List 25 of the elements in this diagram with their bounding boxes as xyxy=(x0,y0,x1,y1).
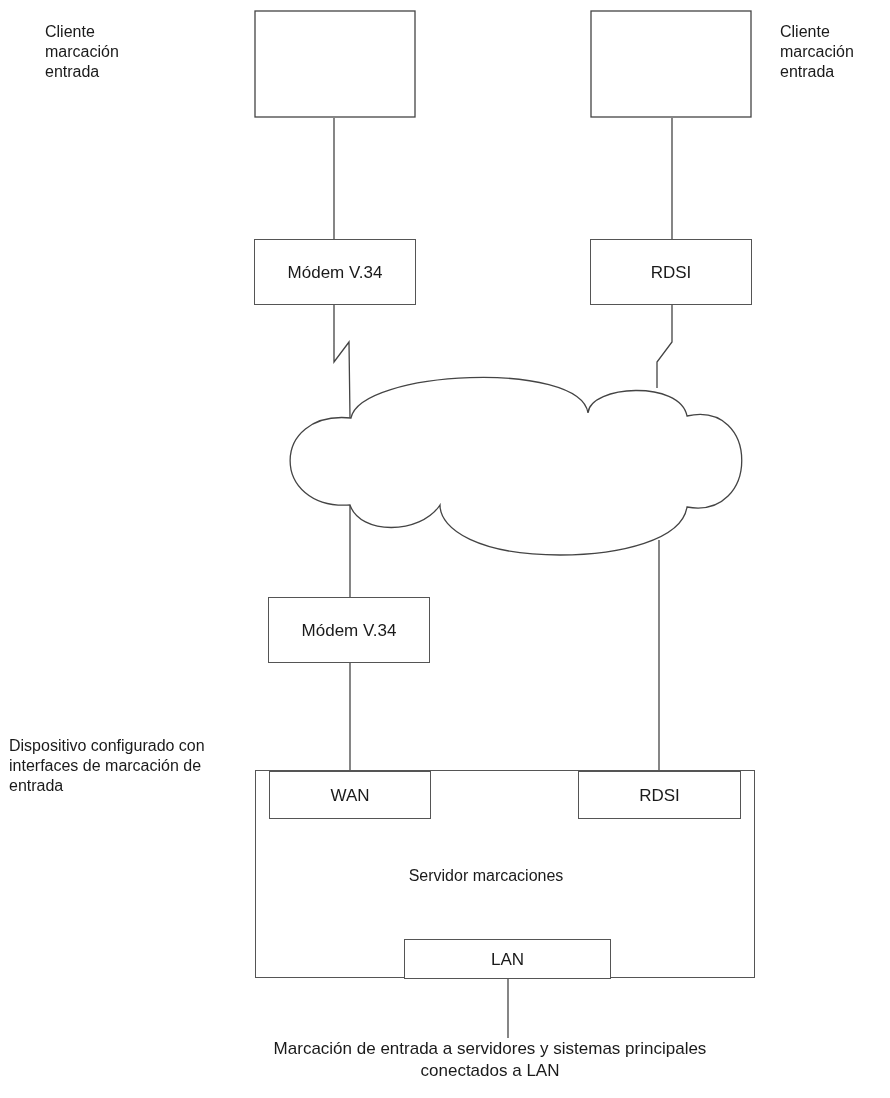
connector-line xyxy=(507,977,509,1039)
connector-line xyxy=(333,117,335,240)
isdn-box xyxy=(590,239,752,305)
node-label: WAN xyxy=(330,784,370,806)
connector-line xyxy=(333,304,351,419)
wan-interface-box xyxy=(269,771,431,819)
node-label: RDSI xyxy=(639,784,680,806)
lan-interface-box xyxy=(404,939,611,979)
connector-line xyxy=(658,539,660,771)
connector-line xyxy=(349,662,351,771)
server-label: Servidor marcaciones xyxy=(407,866,565,886)
connector-line xyxy=(671,117,673,240)
modem-box xyxy=(254,239,416,305)
client-label: Cliente marcación entrada xyxy=(780,22,855,82)
isdn-interface-box xyxy=(578,771,741,819)
connector-line xyxy=(349,504,351,598)
connector-line xyxy=(656,304,673,389)
device-note: Dispositivo configurado con interfaces de marcación de entrada xyxy=(9,736,206,796)
node-label: LAN xyxy=(490,948,525,970)
node-label: RDSI xyxy=(650,261,692,283)
node-label: Módem V.34 xyxy=(287,261,383,283)
node-label: Módem V.34 xyxy=(301,619,397,641)
modem-box xyxy=(268,597,430,663)
client-label: Cliente marcación entrada xyxy=(45,22,120,82)
lan-note: Marcación de entrada a servidores y sistemas principales conectados a LAN xyxy=(270,1038,710,1088)
